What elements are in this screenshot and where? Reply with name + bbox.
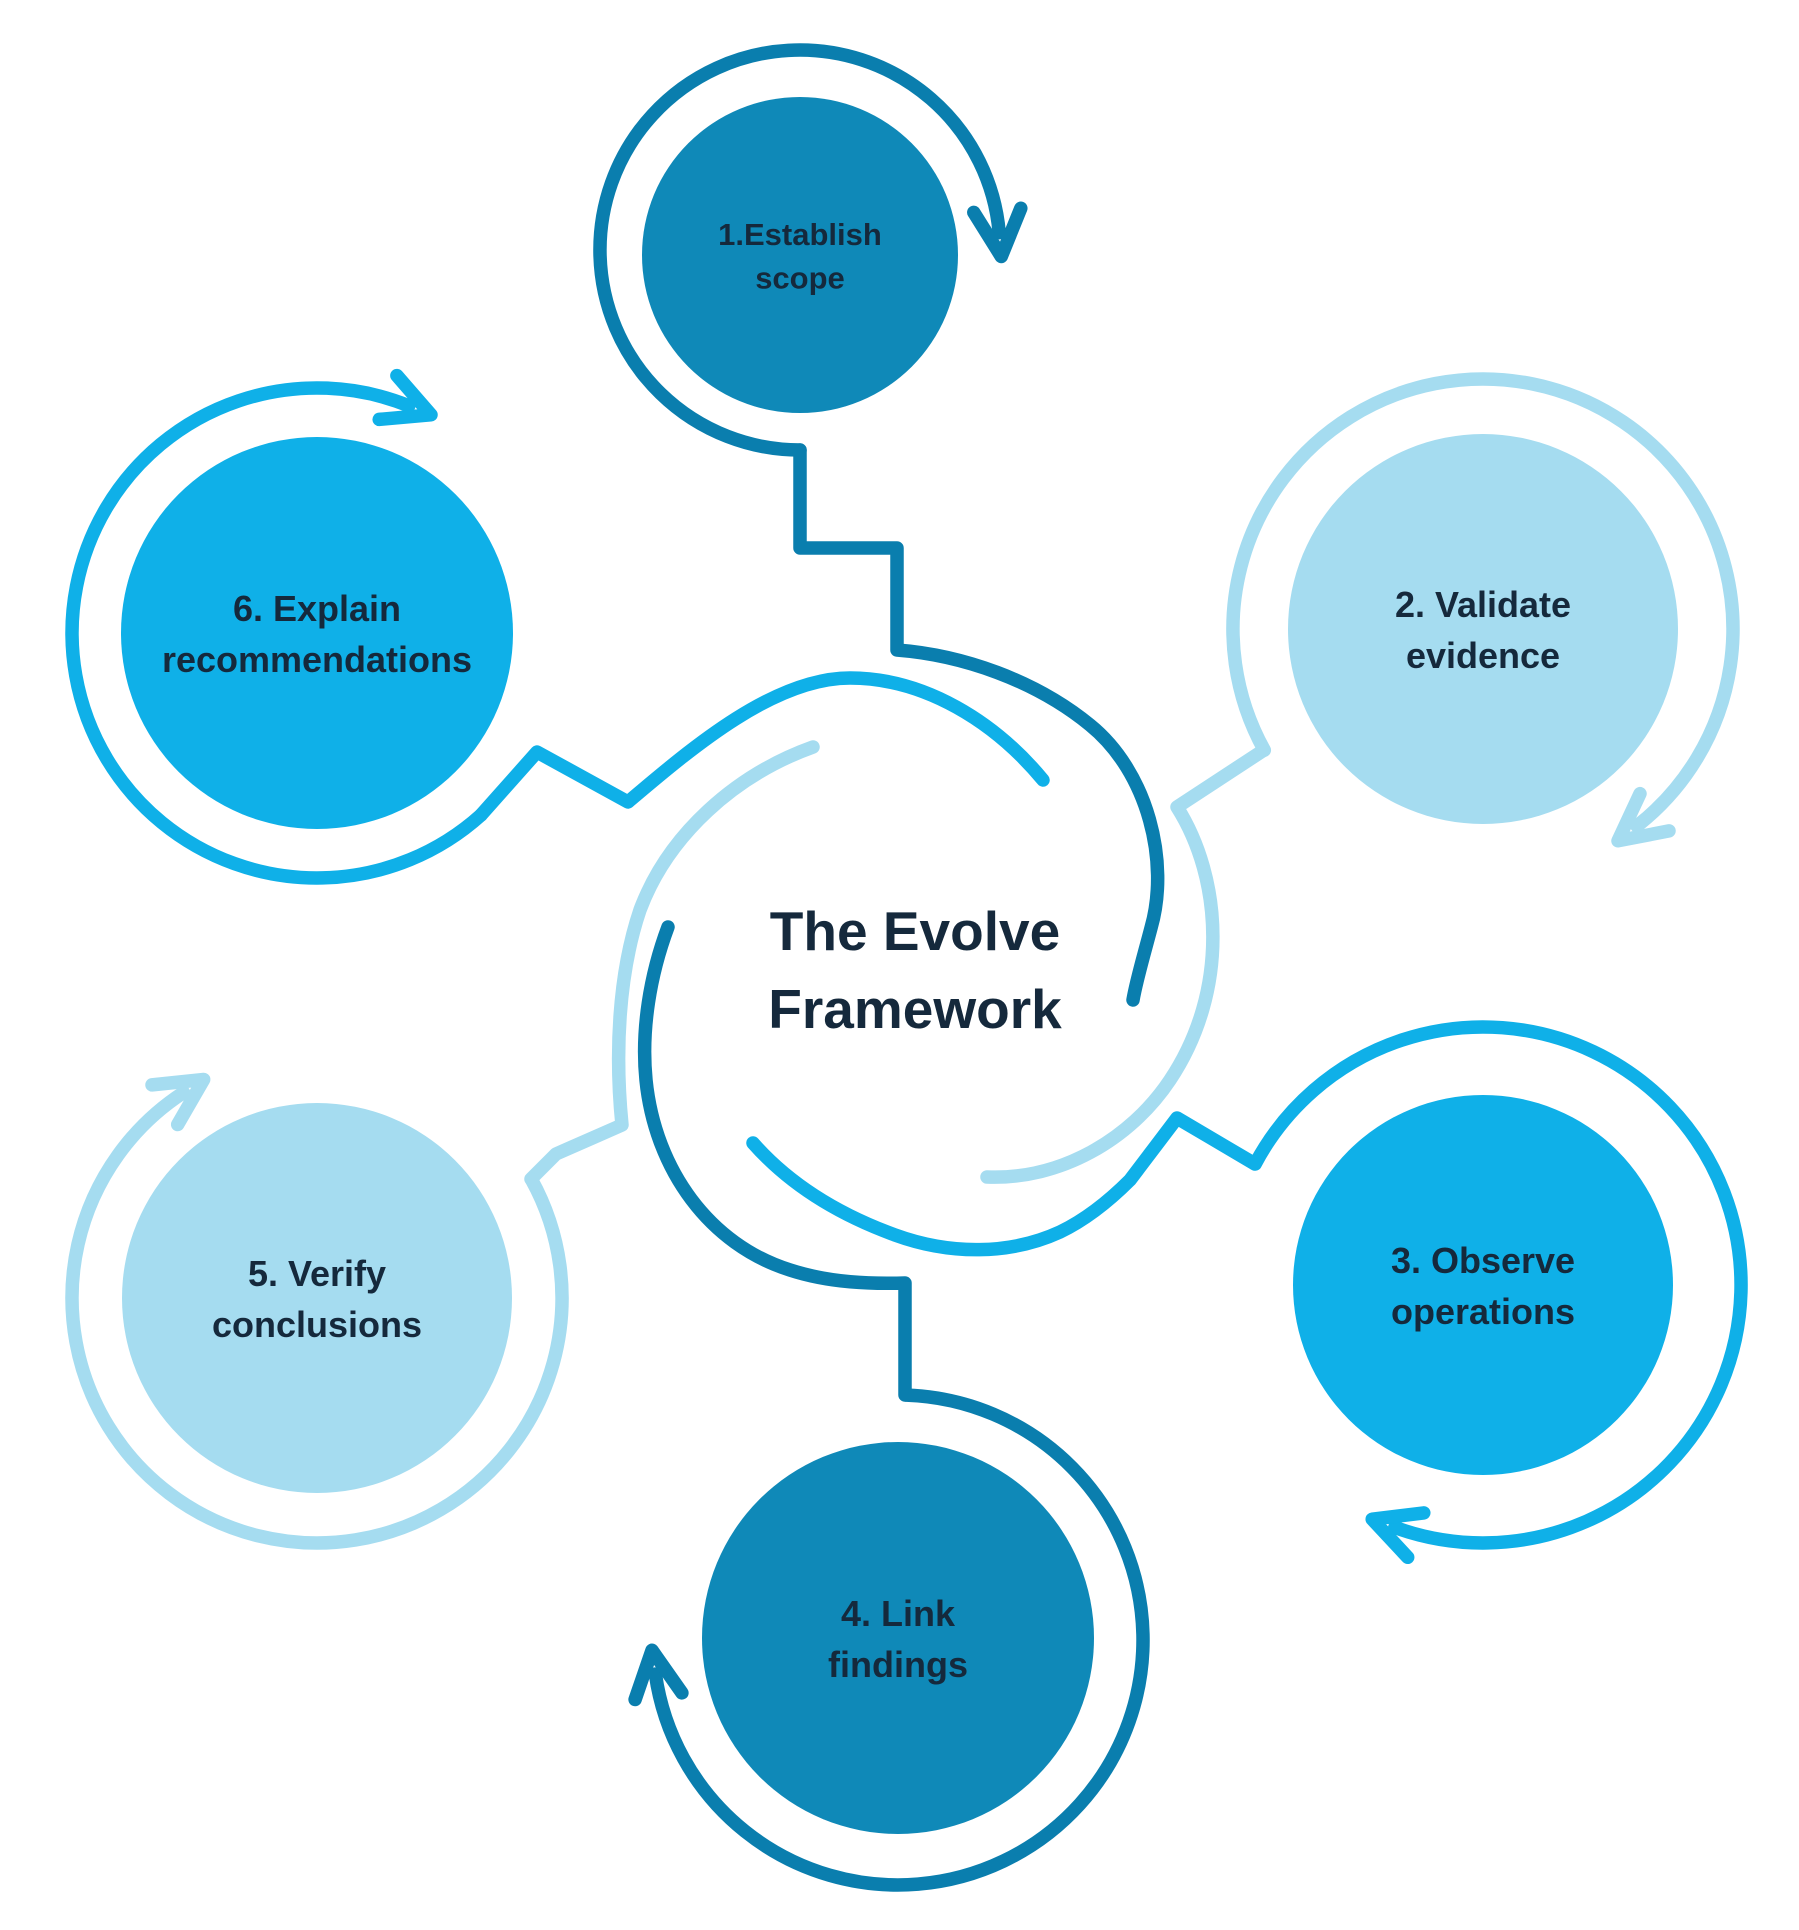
step-5-label-line-1: 5. Verify [248,1253,386,1294]
step-4-label-line-1: 4. Link [841,1593,956,1634]
step-2-node [1288,434,1678,824]
step-6-group: 6. Explain recommendations [65,368,1050,885]
step-3-connector-line [746,1111,1262,1257]
step-4-connector-line [637,920,912,1402]
step-2-ring-arc [1226,372,1740,833]
step-1-group: 1.Establish scope [593,43,1165,1007]
step-2-label-line-1: 2. Validate [1395,584,1571,625]
step-5-connector-line [524,740,820,1186]
step-2-connector-line [980,743,1271,1184]
step-3-node [1293,1095,1673,1475]
step-1-arrow-icon [967,201,1028,264]
step-4-group: 4. Link findings [628,920,1150,1892]
step-4-label-line-2: findings [828,1644,968,1685]
step-4-ring-arc [648,1388,1150,1892]
step-2-label-line-2: evidence [1406,635,1560,676]
step-3-label-line-1: 3. Observe [1391,1240,1575,1281]
step-5-arrow-icon [145,1072,211,1132]
step-5-group: 5. Verify conclusions [65,740,820,1550]
step-1-connector-line [793,443,1165,1007]
step-1-label-line-1: 1.Establish [718,217,882,252]
title-line-1: The Evolve [770,900,1060,962]
step-6-connector-line [474,671,1050,822]
step-6-label-line-1: 6. Explain [233,588,401,629]
step-3-group: 3. Observe operations [746,1020,1748,1565]
step-6-node [121,437,513,829]
step-2-arrow-icon [1611,786,1676,848]
step-5-node [122,1103,512,1493]
step-1-label-line-2: scope [755,261,845,296]
step-4-node [702,1442,1094,1834]
step-5-ring-arc [65,1085,569,1550]
step-2-group: 2. Validate evidence [980,372,1740,1184]
step-1-ring-arc [593,43,1006,457]
step-6-label-line-2: recommendations [162,639,472,680]
step-6-ring-arc [65,381,488,885]
step-5-label-line-2: conclusions [212,1304,422,1345]
step-1-node [642,97,958,413]
title-line-2: Framework [768,978,1062,1040]
steps-layer: 1.Establish scope 2. Validate evidence 3. Ob… [65,43,1748,1892]
step-3-arrow-icon [1365,1506,1431,1565]
step-3-ring-arc [1248,1020,1748,1550]
diagram-title: The Evolve Framework [768,900,1062,1040]
step-6-arrow-icon [372,368,438,427]
step-4-arrow-icon [628,1643,689,1707]
step-3-label-line-2: operations [1391,1291,1575,1332]
